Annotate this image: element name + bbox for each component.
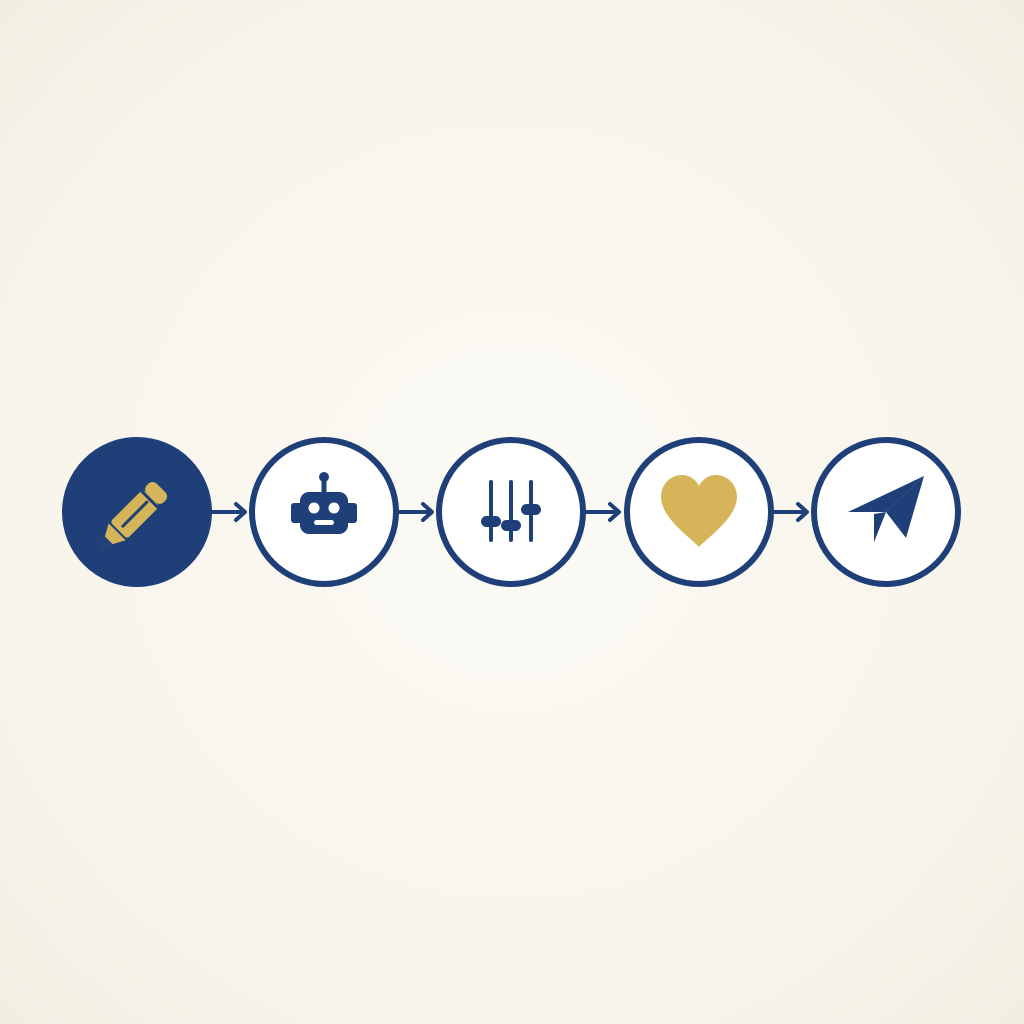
step-1-write[interactable] <box>62 437 212 587</box>
arrow-connector-4 <box>772 502 809 522</box>
step-2-ai-assist[interactable] <box>249 437 399 587</box>
arrow-connector-1 <box>210 502 247 522</box>
step-4-favorite[interactable] <box>624 437 774 587</box>
paper-plane-icon <box>848 476 924 542</box>
step-3-adjust[interactable] <box>436 437 586 587</box>
heart-icon <box>661 475 737 547</box>
sliders-icon <box>481 480 541 542</box>
arrow-connector-3 <box>584 502 621 522</box>
step-5-send[interactable] <box>811 437 961 587</box>
robot-icon <box>291 472 357 534</box>
pencil-icon <box>101 481 168 548</box>
arrow-connector-2 <box>397 502 434 522</box>
